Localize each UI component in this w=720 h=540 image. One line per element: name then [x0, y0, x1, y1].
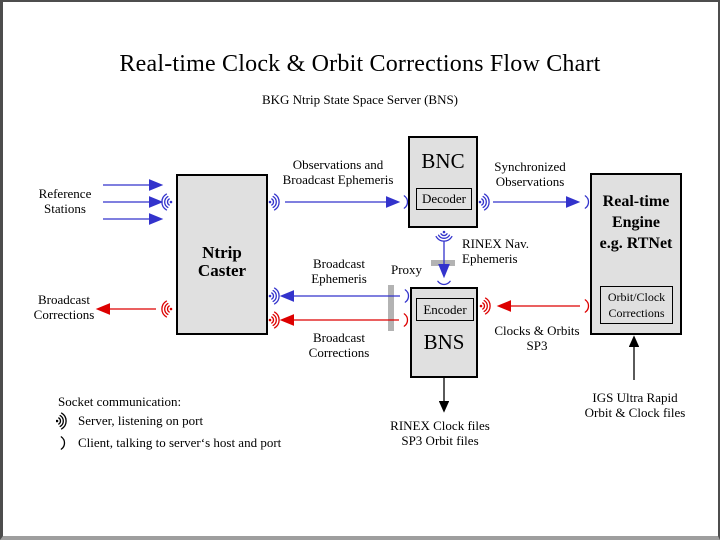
node-bns: Encoder BNS [410, 287, 478, 378]
label-broadcast-corrections-mid: Broadcast Corrections [308, 330, 370, 360]
socket-server-icon [268, 311, 280, 329]
label-clocks-orbits-sp3: Clocks & Orbits SP3 [494, 323, 580, 353]
engine-label-line1: Real-time [602, 193, 670, 210]
label-observations: Observations and Broadcast Ephemeris [282, 157, 394, 187]
socket-client-icon [60, 436, 66, 450]
bnc-title: BNC [421, 149, 465, 173]
socket-server-icon [268, 193, 280, 211]
socket-client-icon [403, 313, 409, 327]
node-bnc: BNC Decoder [408, 136, 478, 228]
legend-client-row: Client, talking to server‘s host and por… [56, 435, 281, 451]
node-ntrip-caster: Ntrip Caster [176, 174, 268, 335]
socket-server-icon [479, 297, 491, 315]
node-realtime-engine: Real-time Engine e.g. RTNet Orbit/Clock … [590, 173, 682, 335]
socket-server-icon [56, 412, 67, 430]
engine-label-line2: Engine [611, 214, 660, 231]
socket-client-icon [584, 195, 590, 209]
bnc-decoder-module: Decoder [416, 188, 472, 210]
socket-client-icon [404, 289, 410, 303]
legend-title: Socket communication: [58, 394, 182, 409]
label-reference-stations: Reference Stations [38, 186, 92, 216]
page-subtitle: BKG Ntrip State Space Server (BNS) [261, 92, 459, 107]
legend-server-row: Server, listening on port [56, 412, 203, 430]
orbit-clock-line2: Corrections [608, 306, 665, 320]
label-broadcast-corrections-left: Broadcast Corrections [33, 292, 95, 322]
orbit-clock-line1: Orbit/Clock [607, 290, 666, 304]
legend-server-label: Server, listening on port [78, 413, 204, 428]
socket-server-icon [268, 287, 280, 305]
socket-server-icon [435, 230, 453, 242]
proxy-bar-vertical [388, 285, 394, 331]
flow-connectors [95, 179, 640, 413]
label-rinex-clock-sp3-files: RINEX Clock files SP3 Orbit files [390, 418, 490, 448]
proxy-bar-horizontal [431, 260, 455, 266]
ntrip-caster-label-line1: Ntrip [202, 243, 242, 262]
socket-server-icon [478, 193, 490, 211]
socket-client-icon [437, 280, 451, 286]
bns-title: BNS [423, 330, 465, 354]
label-proxy: Proxy [391, 262, 423, 277]
label-igs-ultra-rapid: IGS Ultra Rapid Orbit & Clock files [584, 390, 686, 420]
page-title: Real-time Clock & Orbit Corrections Flow… [119, 51, 601, 77]
ntrip-caster-label-line2: Caster [197, 261, 247, 280]
socket-server-icon [161, 193, 173, 211]
socket-client-icon [403, 195, 409, 209]
socket-client-icon [584, 299, 590, 313]
engine-orbit-clock-module: Orbit/Clock Corrections [600, 286, 673, 324]
bns-encoder-module: Encoder [416, 298, 474, 321]
engine-label-line3: e.g. RTNet [599, 235, 673, 252]
legend-client-label: Client, talking to server‘s host and por… [78, 435, 282, 450]
label-synchronized-observations: Synchronized Observations [494, 159, 566, 189]
label-rinex-nav-ephemeris: RINEX Nav. Ephemeris [462, 236, 530, 266]
label-broadcast-ephemeris: Broadcast Ephemeris [311, 256, 367, 286]
socket-server-icon [161, 300, 173, 318]
